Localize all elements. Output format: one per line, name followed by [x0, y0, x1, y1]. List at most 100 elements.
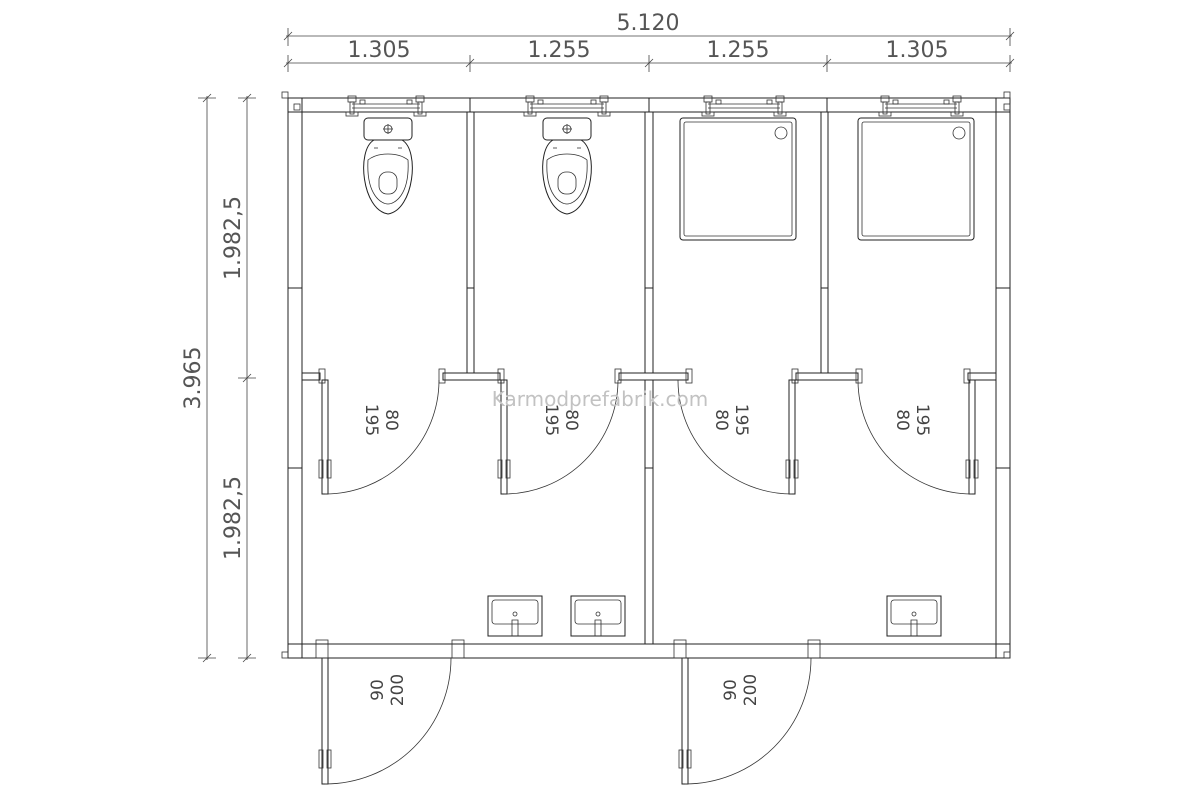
window-frame [601, 101, 607, 115]
window-handle [537, 99, 544, 105]
toilet-drain [378, 171, 398, 195]
dimension-lines [198, 28, 1015, 663]
basin-drain [595, 611, 601, 617]
door-handle [686, 749, 692, 769]
door-swing-arc [324, 379, 440, 495]
door-handle [785, 459, 791, 479]
inner-door-1-width: 80 [381, 409, 401, 431]
right-wall [995, 97, 1011, 659]
window-frame [701, 111, 715, 117]
washbasin-counter [570, 595, 626, 637]
washbasin-1 [487, 595, 543, 637]
window-2 [523, 95, 611, 117]
watermark: Karmodprefabrik.com [492, 387, 709, 411]
shower-tray-outer [857, 117, 975, 241]
inner-door-2 [497, 379, 619, 495]
toilet-seat [546, 153, 588, 205]
washbasin-3 [886, 595, 942, 637]
window-frame [527, 101, 533, 115]
total-width-label: 5.120 [617, 11, 680, 36]
window-handle [766, 99, 773, 105]
window-frame [950, 111, 964, 117]
window-handle [715, 99, 722, 105]
window-4 [878, 95, 964, 117]
window-frame [777, 101, 783, 115]
window-frame [882, 101, 888, 115]
faucet [594, 619, 602, 636]
entrance-frame-stub [315, 639, 329, 659]
door-handle [318, 749, 324, 769]
basin-drain [512, 611, 518, 617]
door-handle [973, 459, 979, 479]
inner-door-3-height: 195 [731, 404, 751, 436]
window-handle [359, 99, 366, 105]
door-handle [965, 459, 971, 479]
cubicle-front-wall [795, 372, 859, 381]
shower-tray-1 [679, 117, 797, 241]
inner-door-4-height: 195 [912, 404, 932, 436]
toilet-bowl [542, 139, 592, 215]
washbasin-counter [886, 595, 942, 637]
corner-bolt [281, 91, 289, 99]
window-frame [878, 111, 892, 117]
shower-drain [952, 126, 966, 140]
door-handle [497, 459, 503, 479]
window-frame [705, 101, 711, 115]
shower-tray-inner [683, 121, 793, 237]
bay-width-label-1: 1.305 [348, 38, 411, 63]
inner-door-3-width: 80 [711, 409, 731, 431]
toilet-drain [557, 171, 577, 195]
bottom-wall [287, 643, 1011, 659]
entrance-frame-stub [673, 639, 687, 659]
inner-door-1 [318, 379, 440, 495]
cubicle-front-wall [618, 372, 689, 381]
entrance-door-1-width: 90 [368, 679, 388, 701]
window-frame [597, 111, 611, 117]
faucet [511, 619, 519, 636]
window-frame [349, 101, 355, 115]
door-frame-stub [855, 368, 863, 384]
left-wall [287, 97, 303, 659]
shower-drain [774, 126, 788, 140]
dim-tick [1005, 58, 1015, 68]
door-swing-arc [503, 379, 619, 495]
toilet-bowl [363, 139, 413, 215]
shower-tray-outer [679, 117, 797, 241]
total-depth-label: 3.965 [181, 347, 206, 410]
window-handle [590, 99, 597, 105]
dim-tick [242, 373, 252, 383]
window-frame [345, 111, 359, 117]
dim-tick [242, 93, 252, 103]
dim-tick [283, 31, 293, 41]
corner-bolt [281, 651, 289, 659]
cubicle-front-wall [442, 372, 501, 381]
corner-bolt [1003, 651, 1011, 659]
door-frame-stub [685, 368, 693, 384]
toilet-1 [363, 117, 413, 215]
entrance-door-2-height: 200 [741, 674, 761, 706]
window-1 [345, 95, 427, 117]
inner-door-4-width: 80 [892, 409, 912, 431]
door-handle [678, 749, 684, 769]
washbasin-bowl [890, 599, 938, 625]
dim-tick [242, 653, 252, 663]
entrance-door-1-height: 200 [388, 674, 408, 706]
corner-post [995, 643, 1011, 659]
toilet-seat [367, 153, 409, 205]
washbasin-bowl [491, 599, 539, 625]
window-frame [413, 111, 427, 117]
washbasin-2 [570, 595, 626, 637]
window-frame [523, 111, 537, 117]
depth-upper-label: 1.982,5 [221, 196, 246, 280]
cubicle-front-wall [301, 372, 321, 381]
entrance-door-1 [318, 657, 452, 785]
dim-tick [465, 58, 475, 68]
partition-1-2 [466, 111, 475, 375]
corner-post [287, 643, 303, 659]
washbasin-bowl [574, 599, 622, 625]
washbasin-counter [487, 595, 543, 637]
window-handle [406, 99, 413, 105]
shower-tray-2 [857, 117, 975, 241]
door-swing-arc [324, 657, 452, 785]
